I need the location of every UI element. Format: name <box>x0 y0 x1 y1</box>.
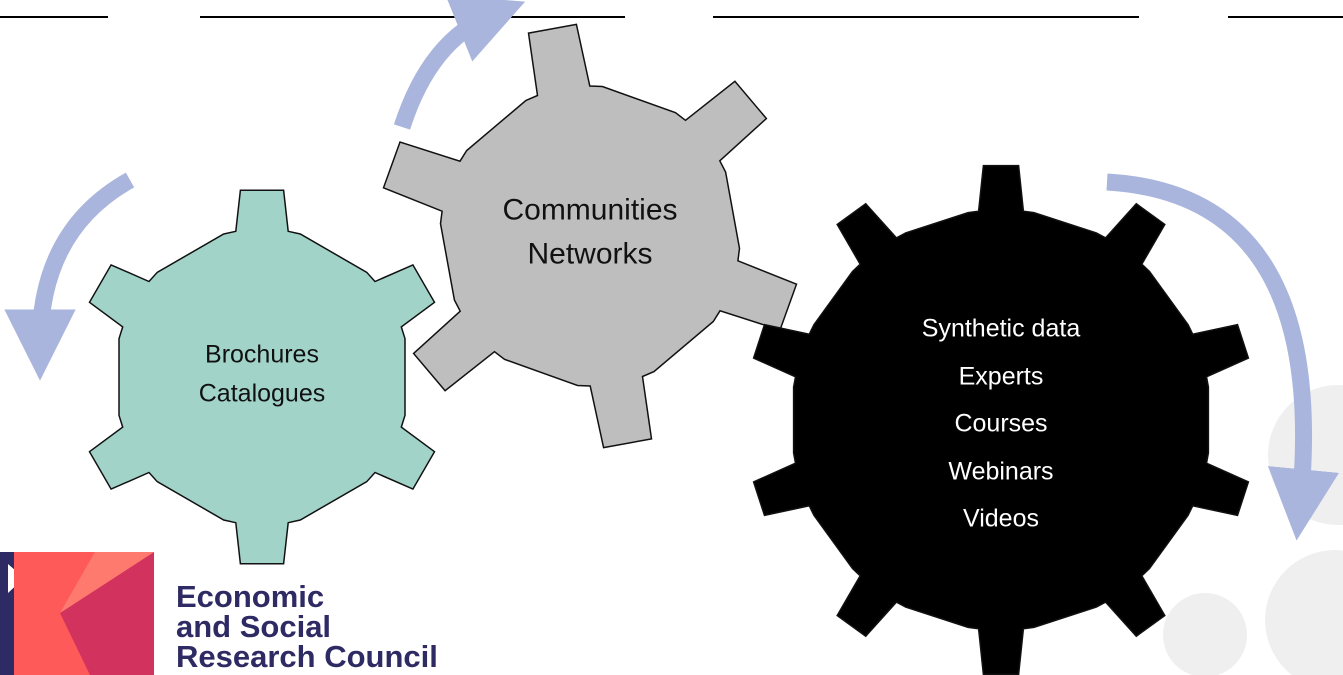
gear-text-line: Experts <box>958 361 1044 390</box>
logo-line: Research Council <box>176 639 438 674</box>
gear-label-brochures: Brochures Catalogues <box>199 335 325 413</box>
esrc-logo-text: Economic and Social Research Council <box>176 579 438 674</box>
gear-text-line: Videos <box>963 504 1039 533</box>
gear-label-communities: Communities Networks <box>502 189 677 276</box>
top-rule-3 <box>713 0 1139 18</box>
top-rule-1 <box>0 0 108 18</box>
gear-text-line: Catalogues <box>198 379 326 407</box>
decor-circle-3 <box>1163 593 1247 675</box>
decor-circle-2 <box>1265 550 1343 675</box>
gear-text-line: Brochures <box>205 340 319 369</box>
logo-line: Economic <box>176 579 325 614</box>
logo-line: and Social <box>176 609 332 644</box>
gear-text-line: Networks <box>527 237 653 270</box>
gear-text-line: Synthetic data <box>921 314 1081 343</box>
cycle-arrow-right <box>1106 173 1339 541</box>
gear-communities <box>382 23 798 449</box>
cycle-arrow-left <box>4 172 135 381</box>
esrc-logo-mark <box>0 552 154 675</box>
top-rule-2 <box>200 0 625 18</box>
top-rule-4 <box>1228 0 1343 18</box>
gear-label-resources: Synthetic data Experts Courses Webinars … <box>922 305 1080 543</box>
cycle-arrow-top <box>393 0 526 130</box>
gear-text-line: Communities <box>502 193 678 227</box>
gear-text-line: Webinars <box>948 456 1054 485</box>
gear-text-line: Courses <box>954 409 1048 438</box>
gear-resources <box>752 164 1250 675</box>
gear-brochures <box>88 189 436 565</box>
